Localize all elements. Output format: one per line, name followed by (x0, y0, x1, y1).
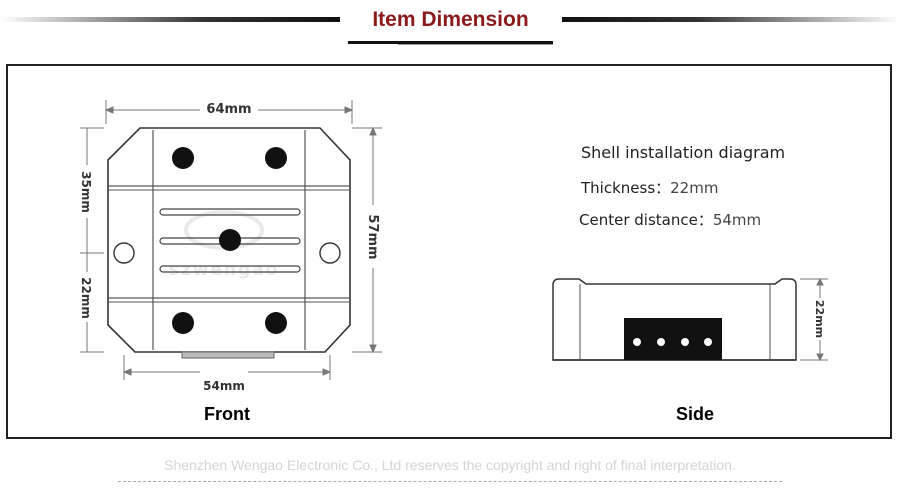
terminal-dot (265, 312, 287, 334)
dim-right-label: 57mm (365, 214, 380, 259)
side-label: Side (676, 404, 715, 424)
thickness-value: 22mm (670, 179, 719, 197)
diagram-frame (6, 64, 892, 439)
header-rule-right (562, 17, 900, 22)
terminal-dot (172, 147, 194, 169)
terminal-screw (681, 338, 689, 346)
mounting-hole-right (319, 242, 341, 264)
title-underline (348, 41, 553, 44)
terminal-screw (657, 338, 665, 346)
dim-bottom (122, 355, 332, 380)
dim-top-label: 64mm (206, 102, 251, 117)
mounting-hole-left (113, 242, 135, 264)
header-rule-left (0, 17, 340, 22)
dim-top (104, 100, 354, 124)
center-distance-row: Center distance：54mm (579, 209, 761, 230)
center-distance-value: 54mm (712, 211, 762, 229)
thickness-row: Thickness：22mm (581, 177, 718, 198)
dim-bottom-label: 54mm (203, 379, 245, 393)
side-housing (552, 278, 797, 361)
terminal-dot (219, 229, 241, 251)
footer-divider (118, 481, 782, 482)
side-title: Shell installation diagram (581, 143, 786, 162)
dim-left-lower-label: 22mm (79, 277, 93, 319)
front-label: Front (204, 404, 250, 424)
dim-right (352, 126, 382, 354)
terminal-screw (633, 338, 641, 346)
footer-copyright: Shenzhen Wengao Electronic Co., Ltd rese… (164, 457, 736, 473)
side-view-drawing (552, 278, 797, 361)
thickness-label: Thickness： (581, 179, 671, 197)
front-housing (107, 127, 351, 353)
terminal-dot (265, 147, 287, 169)
watermark-text: szwengao (169, 260, 280, 280)
dim-left-upper-label: 35mm (79, 171, 93, 213)
dim-left (80, 127, 104, 353)
side-dim-right-label: 22mm (813, 300, 826, 338)
terminal-dot (172, 312, 194, 334)
center-distance-label: Center distance： (579, 211, 713, 229)
title-underline-thin (398, 44, 553, 45)
terminal-screw (704, 338, 712, 346)
section-title: Item Dimension (372, 8, 529, 31)
side-dim-right (800, 277, 828, 362)
